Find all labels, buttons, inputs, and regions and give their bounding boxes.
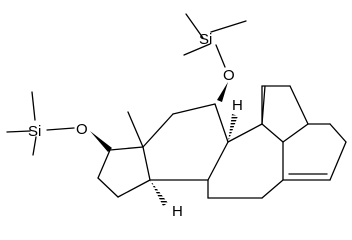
h-c8-label: H [172,203,183,220]
bond-si-methyl-b [210,20,247,33]
o-top-label: O [223,67,235,84]
bond-c16-c17 [97,149,111,179]
bond-c9-c8 [207,141,229,181]
tms-group-top: Si O [183,13,247,84]
bond-c13-methyl [127,111,144,148]
bond-si-left-methyl-c [32,136,37,156]
bond-c9-h-hash [228,114,238,142]
bond-c15-c16 [97,177,119,198]
ring-d [97,146,151,198]
bond-si-o-top [215,44,226,68]
bond-c14-c15 [117,179,151,198]
bond-c13-c12 [142,113,174,148]
bond-c11-c9 [214,103,229,143]
bond-c13-c14 [142,146,151,181]
si-left-label: Si [28,123,41,140]
bond-c9-c10 [227,123,263,143]
steroid-bis-tms-ether-structure: Si O Si O [6,13,347,220]
bond-si-methyl-c [183,43,211,56]
bond-si-left-methyl-b [6,130,31,133]
structure-diagram: Si O Si O [6,13,347,220]
ring-b [207,123,284,199]
ring-c [142,103,229,181]
h-c9-label: H [232,97,243,114]
tms-group-left: Si O [6,91,88,156]
bond-c8-h-hash [150,180,168,206]
bond-si-left-methyl-a [31,91,36,121]
bond-c17-o-wedge [90,131,112,152]
bond-c11-o-wedge [217,82,228,102]
bond-ring-a-c4 [289,85,309,125]
bond-c10-c5 [261,123,284,143]
o-left-label: O [76,121,88,138]
bond-c17-c13 [109,146,144,151]
si-top-label: Si [199,31,212,48]
bond-c2-c1 [329,141,347,181]
bond-c6-c7 [261,179,284,199]
ring-a [261,85,347,181]
bond-c12-c11 [172,103,216,115]
bond-si-methyl-a [185,13,204,39]
bond-si-o-left [46,127,75,131]
bond-c5-c4 [282,123,309,143]
bond-c3-c2 [329,123,347,143]
